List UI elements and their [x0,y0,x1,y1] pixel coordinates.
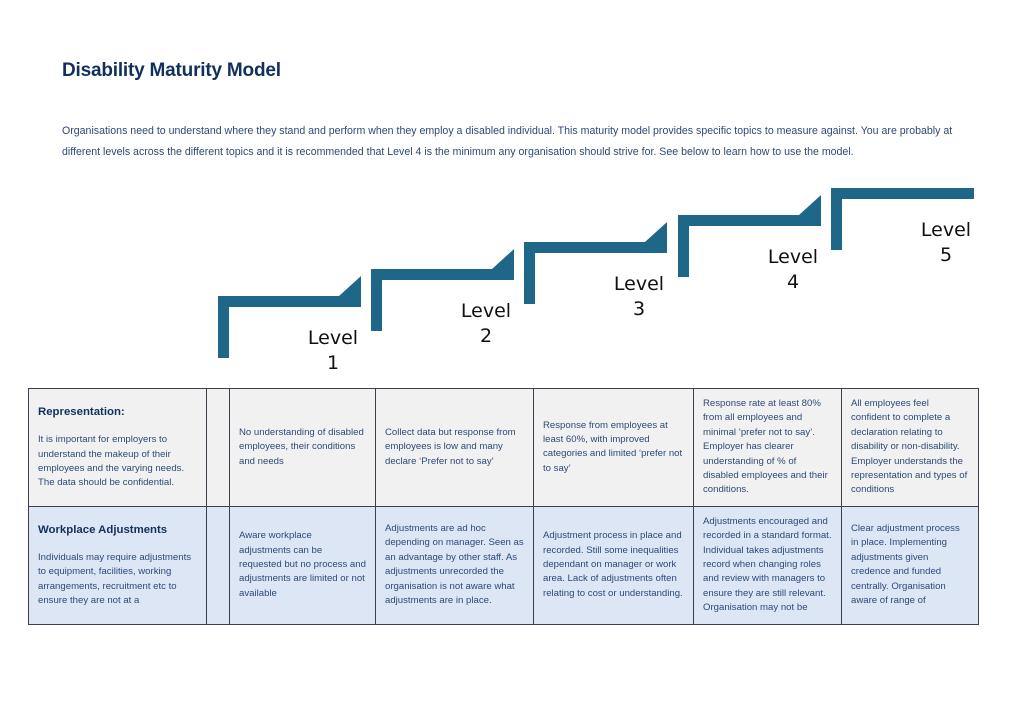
cell-representation-level-3: Response from employees at least 60%, wi… [533,388,694,507]
cell-adjustments-level-5: Clear adjustment process in place. Imple… [841,505,979,625]
cell-representation-level-4: Response rate at least 80% from all empl… [693,388,842,507]
cell-adjustments-level-3: Adjustment process in place and recorded… [533,505,694,625]
topic-description: Individuals may require adjustments to e… [38,551,192,607]
step-arrow-icon [799,195,821,215]
step-riser [218,296,229,358]
step-tread [678,215,821,226]
maturity-staircase-diagram: Level 1 Level 2 Level 3 Level 4 [0,178,1024,378]
step-arrow-icon [339,276,361,296]
intro-paragraph: Organisations need to understand where t… [62,125,953,158]
topic-description: It is important for employers to underst… [38,434,185,489]
step-riser [371,269,382,331]
maturity-table-container: Representation: It is important for empl… [0,388,1024,662]
spacer-cell [206,388,230,507]
step-label-line1: Level [613,273,665,295]
step-label-line2: 5 [939,244,953,266]
step-label-line2: 3 [632,298,646,320]
cell-adjustments-level-4: Adjustments encouraged and recorded in a… [693,505,842,625]
cell-representation-level-5: All employees feel confident to complete… [841,388,979,507]
staircase-step-label-5: Level 5 [891,218,1001,268]
page-title: Disability Maturity Model [62,60,281,81]
spacer-cell [206,505,230,625]
staircase-step-label-1: Level 1 [278,326,388,376]
table-row: Workplace Adjustments Individuals may re… [28,505,979,625]
maturity-table: Representation: It is important for empl… [28,388,979,625]
staircase-step-label-2: Level 2 [431,299,541,349]
step-tread [371,269,514,280]
topic-title: Workplace Adjustments [38,523,168,536]
topic-cell-workplace-adjustments: Workplace Adjustments Individuals may re… [28,505,207,625]
step-tread [524,242,667,253]
step-label-line1: Level [767,246,819,268]
step-riser [524,242,535,304]
cell-representation-level-2: Collect data but response from employees… [375,388,534,507]
topic-cell-representation: Representation: It is important for empl… [28,388,207,507]
step-riser [831,188,842,250]
staircase-step-label-4: Level 4 [738,245,848,295]
step-label-line1: Level [307,327,359,349]
step-tread [831,188,974,199]
step-arrow-icon [645,222,667,242]
step-label-line1: Level [920,219,972,241]
staircase-step-label-3: Level 3 [584,272,694,322]
step-label-line2: 2 [479,325,493,347]
step-riser [678,215,689,277]
cell-adjustments-level-2: Adjustments are ad hoc depending on mana… [375,505,534,625]
step-label-line2: 4 [786,271,800,293]
step-label-line1: Level [460,300,512,322]
cell-representation-level-1: No understanding of disabled employees, … [229,388,376,507]
cell-adjustments-level-1: Aware workplace adjustments can be reque… [229,505,376,625]
step-label-line2: 1 [326,352,340,374]
topic-title: Representation: [38,406,125,419]
step-arrow-icon [492,249,514,269]
table-row: Representation: It is important for empl… [28,388,979,507]
step-tread [218,296,361,307]
